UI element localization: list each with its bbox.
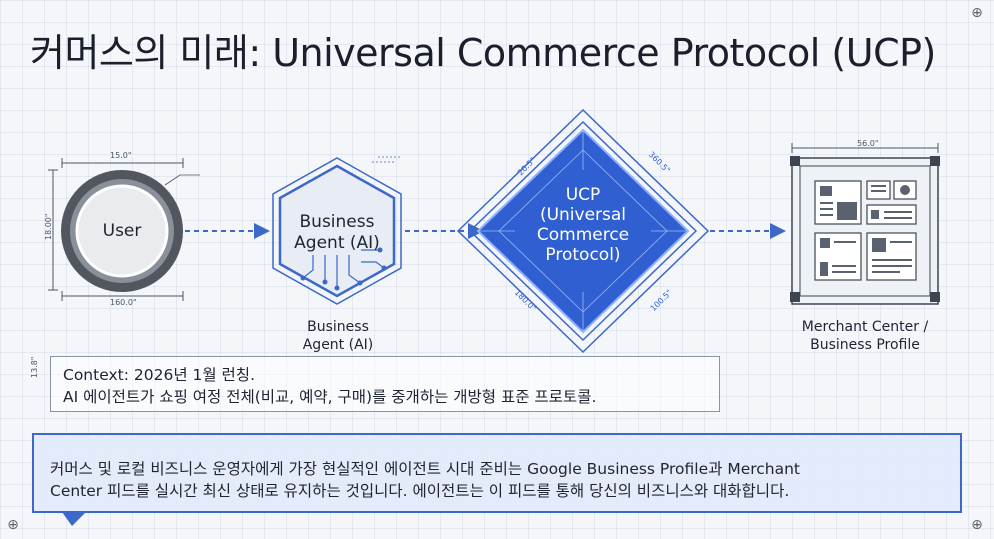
business-agent-label: Business Agent (AI) bbox=[287, 212, 387, 254]
ucp-label-line1: UCP bbox=[565, 185, 601, 205]
page-title: 커머스의 미래: Universal Commerce Protocol (UC… bbox=[30, 31, 936, 75]
registration-mark-icon: ⊕ bbox=[7, 517, 19, 533]
ucp-label-line3: Commerce bbox=[536, 225, 630, 245]
user-label: User bbox=[102, 221, 142, 241]
dim-user-bottom: 160.0" bbox=[110, 298, 137, 307]
dim-context-left: 13.8" bbox=[30, 356, 39, 379]
ucp-label-line4: Protocol) bbox=[545, 245, 621, 265]
merchant-caption-line2: Business Profile bbox=[810, 337, 920, 353]
business-agent-label-line2: Agent (AI) bbox=[294, 233, 380, 253]
merchant-caption: Merchant Center / Business Profile bbox=[785, 318, 945, 354]
registration-mark-icon: ⊕ bbox=[971, 5, 983, 21]
business-agent-caption: Business Agent (AI) bbox=[278, 318, 398, 354]
ucp-node bbox=[456, 108, 710, 354]
registration-mark-icon: ⊕ bbox=[971, 517, 983, 533]
business-agent-caption-line1: Business bbox=[307, 319, 369, 335]
business-agent-caption-line2: Agent (AI) bbox=[302, 337, 374, 353]
merchant-center-node bbox=[790, 143, 940, 305]
callout-line1: 커머스 및 로컬 비즈니스 운영자에게 가장 현실적인 에이전트 시대 준비는 … bbox=[50, 460, 801, 478]
user-node bbox=[48, 158, 200, 301]
dim-user-top: 15.0" bbox=[110, 151, 132, 160]
context-line1: Context: 2026년 1월 런칭. bbox=[63, 366, 255, 384]
business-agent-node bbox=[272, 156, 402, 305]
context-box: Context: 2026년 1월 런칭. AI 에이전트가 쇼핑 여정 전체(… bbox=[50, 356, 720, 412]
callout-box: 커머스 및 로컬 비즈니스 운영자에게 가장 현실적인 에이전트 시대 준비는 … bbox=[32, 433, 962, 513]
callout-line2: Center 피드를 실시간 최신 상태로 유지하는 것입니다. 에이전트는 이… bbox=[50, 482, 790, 500]
context-line2: AI 에이전트가 쇼핑 여정 전체(비교, 예약, 구매)를 중개하는 개방형 … bbox=[63, 388, 597, 406]
ucp-label: UCP (Universal Commerce Protocol) bbox=[524, 185, 642, 265]
callout-pointer bbox=[62, 512, 86, 526]
dim-merchant-top: 56.0" bbox=[857, 139, 879, 148]
ucp-label-line2: (Universal bbox=[539, 205, 627, 225]
merchant-caption-line1: Merchant Center / bbox=[801, 319, 929, 335]
business-agent-label-line1: Business bbox=[299, 212, 375, 232]
dim-user-left: 18.00" bbox=[44, 213, 53, 240]
